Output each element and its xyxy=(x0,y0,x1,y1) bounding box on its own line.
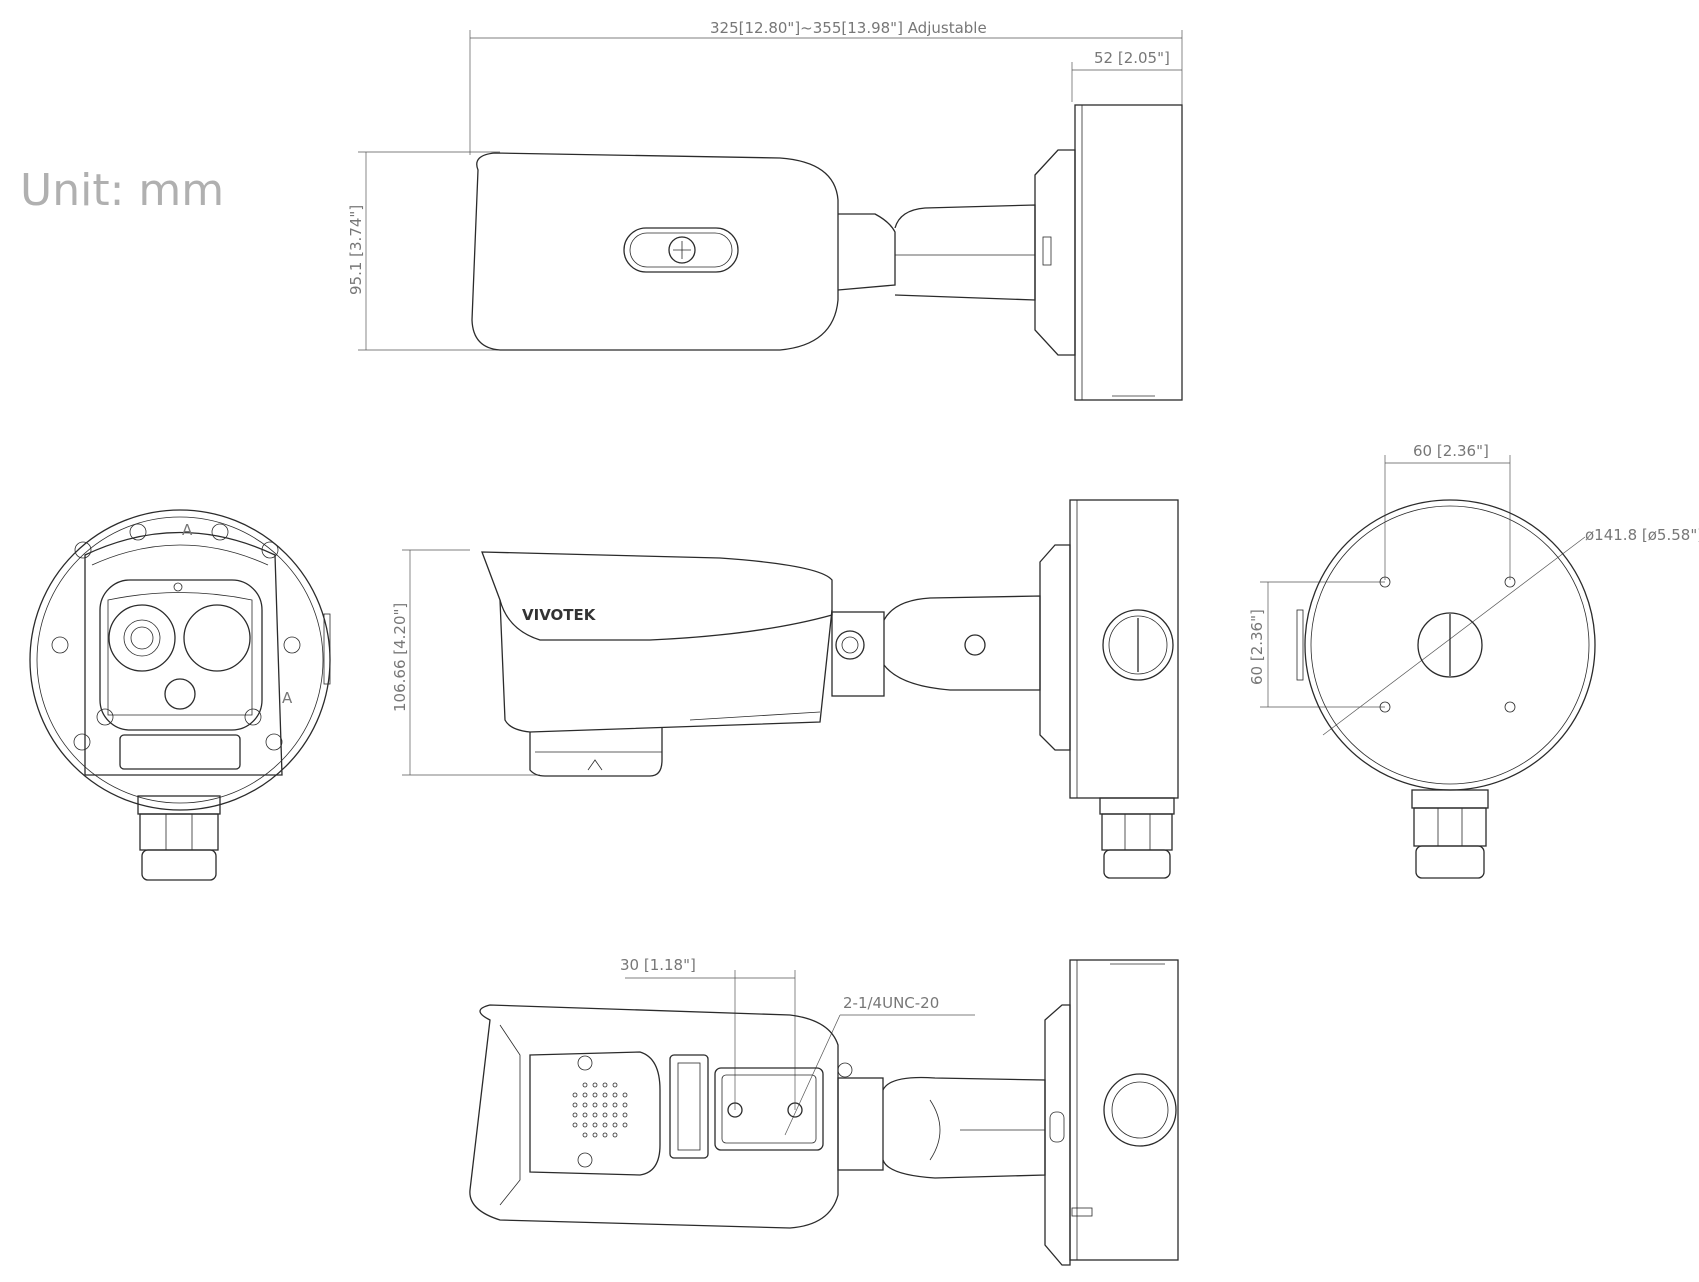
marker-a-bottom: A xyxy=(282,689,293,707)
speaker-grille xyxy=(572,1082,628,1138)
dim-box-diameter: ø141.8 [ø5.58"] xyxy=(1585,526,1699,544)
back-view: 60 [2.36"] 60 [2.36"] ø141.8 [ø5.58"] xyxy=(1248,442,1699,879)
dim-side-height: 106.66 [4.20"] xyxy=(391,603,409,712)
dim-overall-length: 325[12.80"]~355[13.98"] Adjustable xyxy=(710,19,987,37)
unit-label: Unit: mm xyxy=(20,165,224,216)
dim-screw-spacing: 30 [1.18"] xyxy=(620,956,696,974)
top-view: 325[12.80"]~355[13.98"] Adjustable 52 [2… xyxy=(347,19,1183,401)
dim-hole-spacing-v: 60 [2.36"] xyxy=(1248,609,1266,685)
dim-top-height: 95.1 [3.74"] xyxy=(347,205,365,295)
brand-logo: VIVOTEK xyxy=(522,606,597,624)
side-view: 106.66 [4.20"] VIVOTEK xyxy=(391,499,1179,879)
front-view: A A xyxy=(29,509,331,881)
dim-thread: 2-1/4UNC-20 xyxy=(843,994,939,1012)
marker-a-top: A xyxy=(182,521,193,539)
dim-box-depth: 52 [2.05"] xyxy=(1094,49,1170,67)
dim-hole-spacing-h: 60 [2.36"] xyxy=(1413,442,1489,460)
bottom-view: 30 [1.18"] 2-1/4UNC-20 xyxy=(469,956,1179,1266)
